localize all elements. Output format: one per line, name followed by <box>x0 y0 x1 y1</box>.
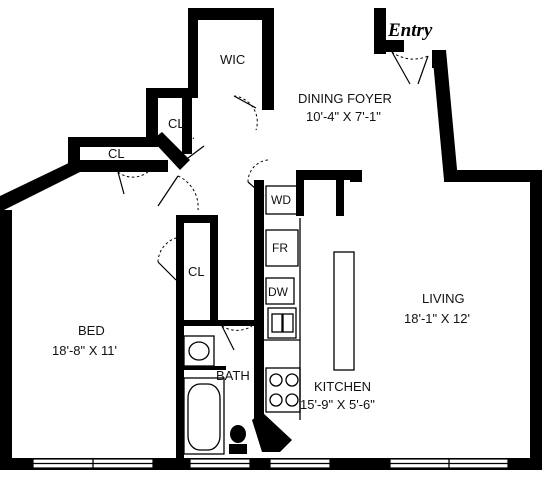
toilet <box>229 425 247 454</box>
living-dimensions: 18'-1" X 12' <box>404 311 470 326</box>
washer-dryer-label: WD <box>271 193 291 207</box>
bath-fixtures <box>183 335 247 455</box>
closet-upper-label: CL <box>168 116 185 131</box>
bath-label: BATH <box>216 368 250 383</box>
bed-dimensions: 18'-8" X 11' <box>52 343 117 358</box>
kitchen-fixtures <box>264 185 355 420</box>
refrigerator-label: FR <box>272 241 288 255</box>
closet-left-label: CL <box>108 146 125 161</box>
exterior-walls <box>0 8 542 470</box>
bed-label: BED <box>78 323 105 338</box>
dining-foyer-dimensions: 10'-4" X 7'-1" <box>306 109 381 124</box>
wic-label: WIC <box>220 52 245 67</box>
kitchen-sink <box>267 307 297 339</box>
bathtub <box>183 377 225 455</box>
doors <box>117 51 429 351</box>
interior-walls <box>152 132 344 460</box>
entry-label: Entry <box>387 20 433 41</box>
kitchen-island <box>333 251 355 371</box>
kitchen-dimensions: 15'-9" X 5'-6" <box>300 397 375 412</box>
living-label: LIVING <box>422 291 465 306</box>
kitchen-label: KITCHEN <box>314 379 371 394</box>
dining-foyer-label: DINING FOYER <box>298 91 392 106</box>
windows <box>32 458 509 469</box>
kitchen-range <box>265 367 301 413</box>
closet-bed-label: CL <box>188 264 205 279</box>
bath-sink <box>183 335 215 367</box>
dishwasher-label: DW <box>268 285 289 299</box>
